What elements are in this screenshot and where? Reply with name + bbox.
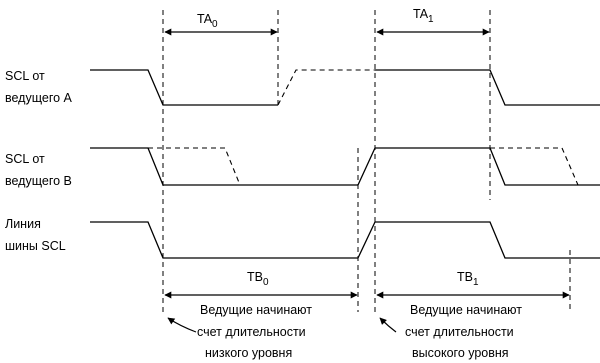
waveform-master-b-dashed-low	[148, 147, 241, 186]
note-high-level: Ведущие начинают счет длительности высок…	[379, 303, 526, 360]
note-low-pointer	[167, 317, 197, 333]
signal-label-master-b: SCL от ведущего В	[5, 152, 72, 188]
waveform-bus	[90, 221, 600, 259]
waveform-master-a-high	[375, 69, 600, 106]
note-low-level: Ведущие начинают счет длительности низко…	[167, 303, 316, 360]
note-low-text: Ведущие начинают счет длительности низко…	[197, 303, 316, 360]
waveform-master-a	[90, 69, 600, 106]
waveform-master-b-dashed-high	[490, 147, 579, 186]
waveform-master-a-dashed-rise	[277, 69, 375, 106]
tb1-label: TB1	[457, 270, 479, 288]
waveform-master-b	[90, 147, 600, 186]
tb0-label: TB0	[247, 270, 269, 288]
ta0-label: TA0	[197, 12, 218, 30]
signal-label-master-a: SCL от ведущего А	[5, 69, 73, 105]
note-high-pointer	[379, 317, 397, 333]
signal-label-bus: Линия шины SCL	[5, 217, 66, 253]
note-high-text: Ведущие начинают счет длительности высок…	[405, 303, 526, 360]
guide-lines	[162, 10, 571, 312]
tb1-dimension: TB1	[376, 270, 570, 299]
ta0-dimension: TA0	[164, 12, 278, 36]
ta1-label: TA1	[413, 7, 434, 25]
tb0-dimension: TB0	[164, 270, 358, 299]
ta1-dimension: TA1	[376, 7, 490, 36]
waveform-master-b-solid	[90, 147, 600, 186]
waveform-master-a-low	[90, 69, 278, 106]
waveform-bus-line	[90, 221, 600, 259]
